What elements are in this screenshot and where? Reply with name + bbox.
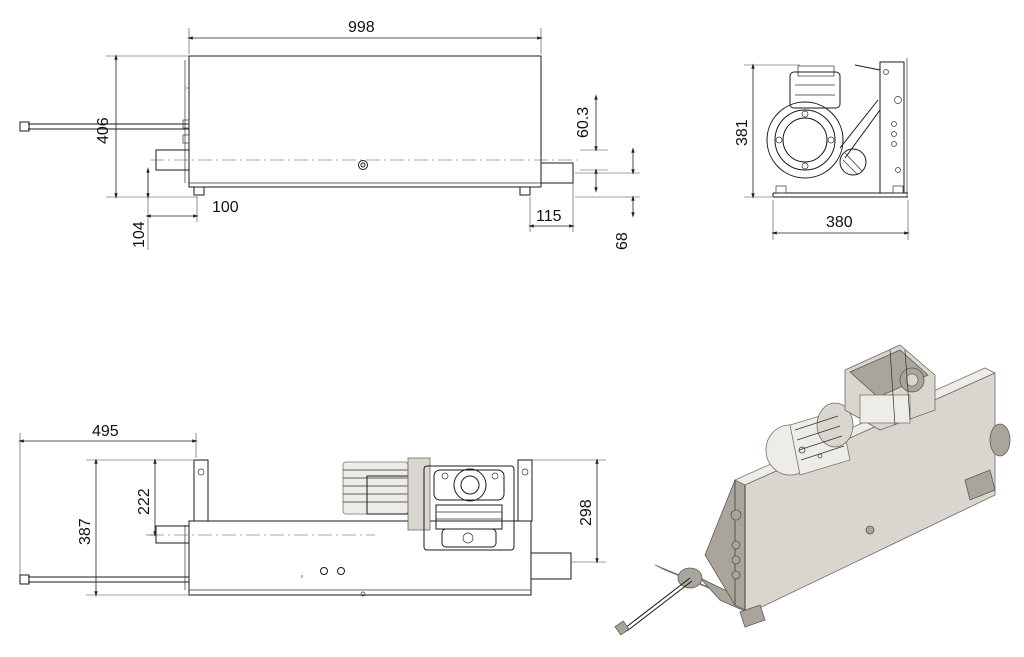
plan-view [19,457,572,597]
dim-top-width: 998 [348,19,375,36]
dim-pipe-height: 60.3 [575,107,592,138]
side-view-dimensions: 381 380 [734,63,910,240]
dim-side-height: 381 [734,119,751,146]
dim-plan-overhang: 495 [92,423,119,440]
isometric-view [614,344,1011,636]
dim-plan-axis: 222 [136,488,153,515]
plan-view-dimensions: 495 387 222 298 [18,423,606,597]
dim-side-width: 380 [826,214,853,231]
front-view [19,55,580,196]
dim-top-height: 406 [95,117,112,144]
dim-pipe-center: 68 [614,232,631,250]
dim-foot-height: 104 [131,221,148,248]
front-view-dimensions: 998 406 60.3 100 104 115 68 [95,19,640,250]
dim-plan-motor: 298 [578,499,595,526]
dim-plan-height: 387 [77,518,94,545]
side-view [766,58,908,198]
dim-foot-offset: 100 [212,199,239,216]
dim-pipe-length: 115 [536,208,562,225]
